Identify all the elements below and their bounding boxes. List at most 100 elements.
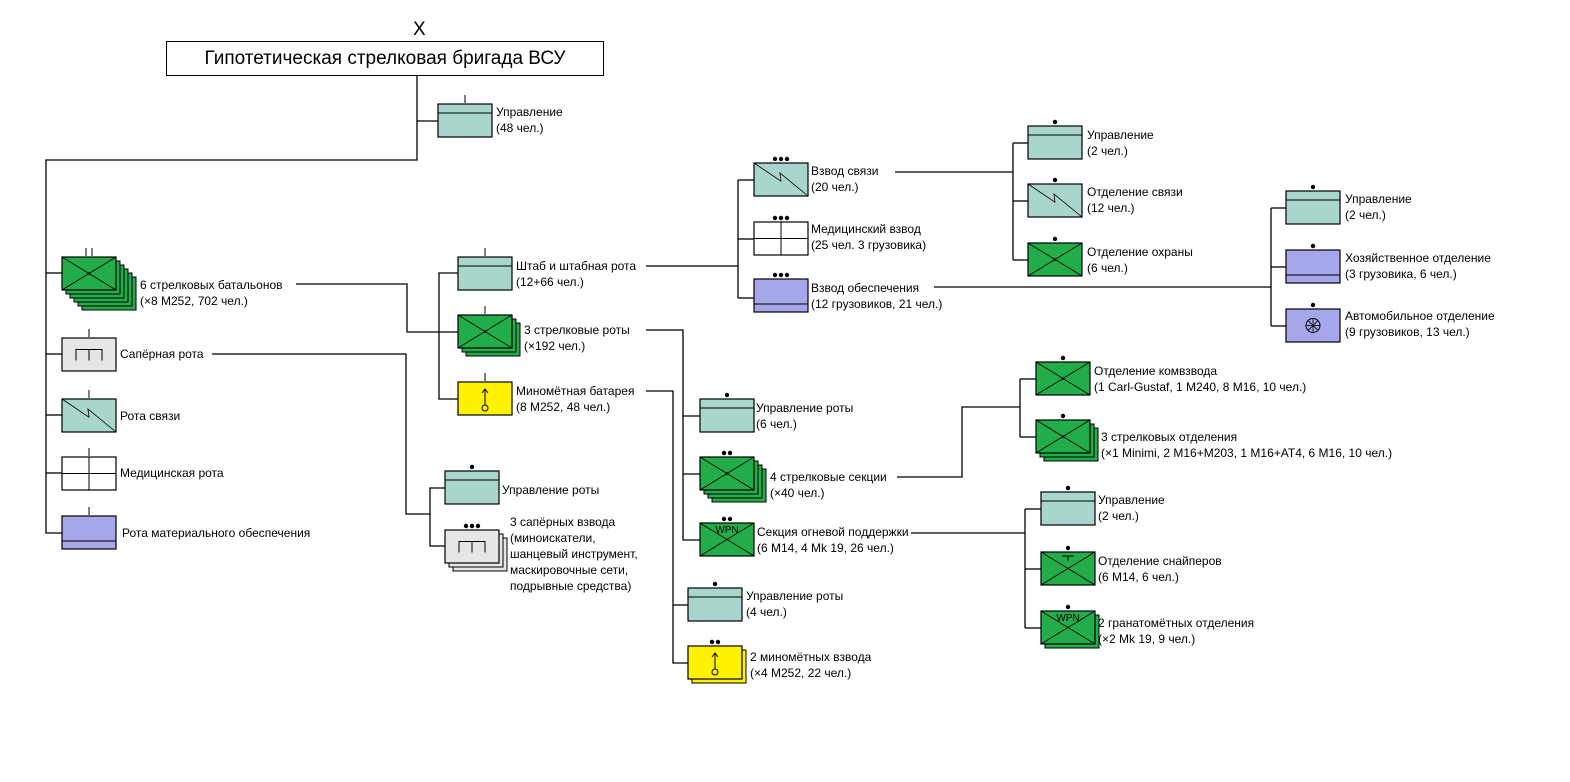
unit-detail: (6 чел.) (756, 417, 797, 431)
unit-sup-motor[interactable] (1285, 302, 1341, 343)
unit-name: Управление (1345, 192, 1412, 206)
unit-detail: (6 чел.) (1087, 261, 1128, 275)
echelon-marker-icon (1052, 119, 1058, 125)
connector-line (45, 76, 418, 534)
unit-detail: (6 M14, 4 Mk 19, 26 чел.) (757, 541, 894, 555)
unit-label: Рота связи (120, 408, 180, 424)
unit-sapper-plts[interactable] (444, 523, 508, 572)
echelon-marker-icon (772, 156, 790, 162)
unit-name: Рота материального обеспечения (122, 526, 311, 540)
unit-detail: (6 M14, 6 чел.) (1098, 570, 1179, 584)
infantry-symbol-icon (1027, 242, 1083, 277)
unit-label: Управление(2 чел.) (1087, 127, 1154, 159)
unit-battalions[interactable] (61, 248, 137, 311)
unit-label: Сапёрная рота (120, 346, 204, 362)
unit-sup-house[interactable] (1285, 243, 1341, 284)
connector-line (438, 332, 458, 400)
unit-label: Управление (2 чел.) (1345, 191, 1412, 223)
unit-name: Отделение снайперов (1098, 554, 1222, 568)
echelon-marker-icon (709, 639, 721, 645)
unit-sapper-co[interactable] (61, 329, 117, 372)
unit-rifle-cos[interactable] (457, 306, 521, 357)
unit-name: Отделение охраны (1087, 245, 1193, 259)
infantry-symbol-icon (1035, 361, 1091, 396)
unit-medical-co[interactable] (61, 448, 117, 491)
unit-label: 3 стрелковых отделения(×1 Minimi, 2 M16+… (1101, 429, 1392, 461)
unit-label: 2 гранатомётных отделения(×2 Mk 19, 9 че… (1098, 615, 1254, 647)
sniper-symbol-icon (1040, 551, 1096, 586)
echelon-marker-icon (1065, 545, 1071, 551)
connector-line (296, 283, 458, 333)
echelon-marker-icon (1065, 604, 1071, 610)
unit-detail: шанцевый инструмент, (510, 547, 638, 561)
echelon-marker-icon (1310, 243, 1316, 249)
unit-name: Управление роты (756, 401, 854, 415)
unit-sup-hq[interactable] (1285, 184, 1341, 225)
unit-detail: (миноискатели, (510, 531, 596, 545)
unit-co-hq[interactable] (699, 392, 755, 433)
unit-signal-plt[interactable] (753, 156, 809, 197)
unit-bn-hq[interactable] (457, 248, 513, 291)
unit-frame (457, 256, 513, 291)
unit-name: 3 стрелковые роты (524, 323, 630, 337)
unit-mortar-plts[interactable] (687, 639, 747, 684)
unit-fs-hq[interactable] (1040, 485, 1096, 526)
unit-frame (753, 278, 809, 313)
weapons-symbol-icon: WPN (1040, 610, 1096, 645)
unit-name: Управление (1098, 493, 1165, 507)
unit-name: 3 стрелковых отделения (1101, 430, 1238, 444)
unit-detail: (4 чел.) (746, 605, 787, 619)
unit-detail: (9 грузовиков, 13 чел.) (1345, 325, 1470, 339)
unit-rifle-secs[interactable] (1035, 413, 1099, 462)
unit-label: Секция огневой поддержки(6 M14, 4 Mk 19,… (757, 524, 909, 556)
unit-sapper-hq[interactable] (444, 464, 500, 505)
unit-label: 3 сапёрных взвода (миноискатели, шанцевый … (510, 514, 638, 594)
unit-brig-hq[interactable] (437, 95, 493, 138)
unit-label: Автомобильное отделение(9 грузовиков, 13… (1345, 308, 1495, 340)
unit-rifle-plts[interactable] (699, 450, 767, 503)
echelon-marker-icon (721, 516, 733, 522)
unit-sig-sec[interactable] (1027, 177, 1083, 218)
unit-detail: (8 M252, 48 чел.) (516, 400, 611, 414)
unit-label: Хозяйственное отделение(3 грузовика, 6 ч… (1345, 250, 1491, 282)
mortar-symbol-icon (481, 388, 489, 412)
unit-name: 3 сапёрных взвода (510, 515, 616, 529)
unit-detail: (×192 чел.) (524, 339, 586, 353)
echelon-marker-icon (1065, 485, 1071, 491)
unit-detail: (1 Carl-Gustaf, 1 M240, 8 M16, 10 чел.) (1094, 380, 1307, 394)
diagram-title: Гипотетическая стрелковая бригада ВСУ (166, 41, 604, 76)
unit-label: Отделение связи(12 чел.) (1087, 184, 1183, 216)
unit-signal-co[interactable] (61, 390, 117, 433)
unit-name: 2 миномётных взвода (750, 650, 872, 664)
connector-line (897, 406, 1020, 478)
unit-label: Управление(2 чел.) (1098, 492, 1165, 524)
unit-sig-hq[interactable] (1027, 119, 1083, 160)
unit-name: Штаб и штабная рота (516, 259, 637, 273)
unit-name: Хозяйственное отделение (1345, 251, 1491, 265)
unit-name: Управление роты (746, 589, 844, 603)
unit-gl-secs[interactable]: WPN (1040, 604, 1100, 649)
wpn-label: WPN (1056, 613, 1079, 624)
infantry-symbol-icon (61, 256, 117, 291)
unit-fire-sup[interactable]: WPN (699, 516, 755, 557)
engineer-symbol-icon (75, 349, 103, 361)
unit-detail: (×40 чел.) (770, 486, 825, 500)
unit-detail: маскировочные сети, (510, 563, 629, 577)
unit-label: 6 стрелковых батальонов(×8 M252, 702 чел… (140, 277, 283, 309)
unit-detail: (2 чел.) (1087, 144, 1128, 158)
unit-label: Миномётная батарея(8 M252, 48 чел.) (516, 383, 634, 415)
unit-detail: (2 чел.) (1345, 208, 1386, 222)
unit-supply-plt[interactable] (753, 272, 809, 313)
unit-sniper-sec[interactable] (1040, 545, 1096, 586)
unit-med-plt[interactable] (753, 215, 809, 256)
unit-name: Взвод связи (811, 164, 879, 178)
unit-mortar-bty[interactable] (457, 373, 513, 416)
unit-plt-hq-sec[interactable] (1035, 355, 1091, 396)
unit-guard-sec[interactable] (1027, 236, 1083, 277)
unit-label: Штаб и штабная рота(12+66 чел.) (516, 258, 636, 290)
unit-mortar-hq[interactable] (687, 581, 743, 622)
unit-detail: (48 чел.) (496, 121, 544, 135)
unit-label: Управление роты (4 чел.) (746, 588, 843, 620)
unit-supply-co[interactable] (61, 507, 117, 550)
echelon-marker-icon (1310, 184, 1316, 190)
